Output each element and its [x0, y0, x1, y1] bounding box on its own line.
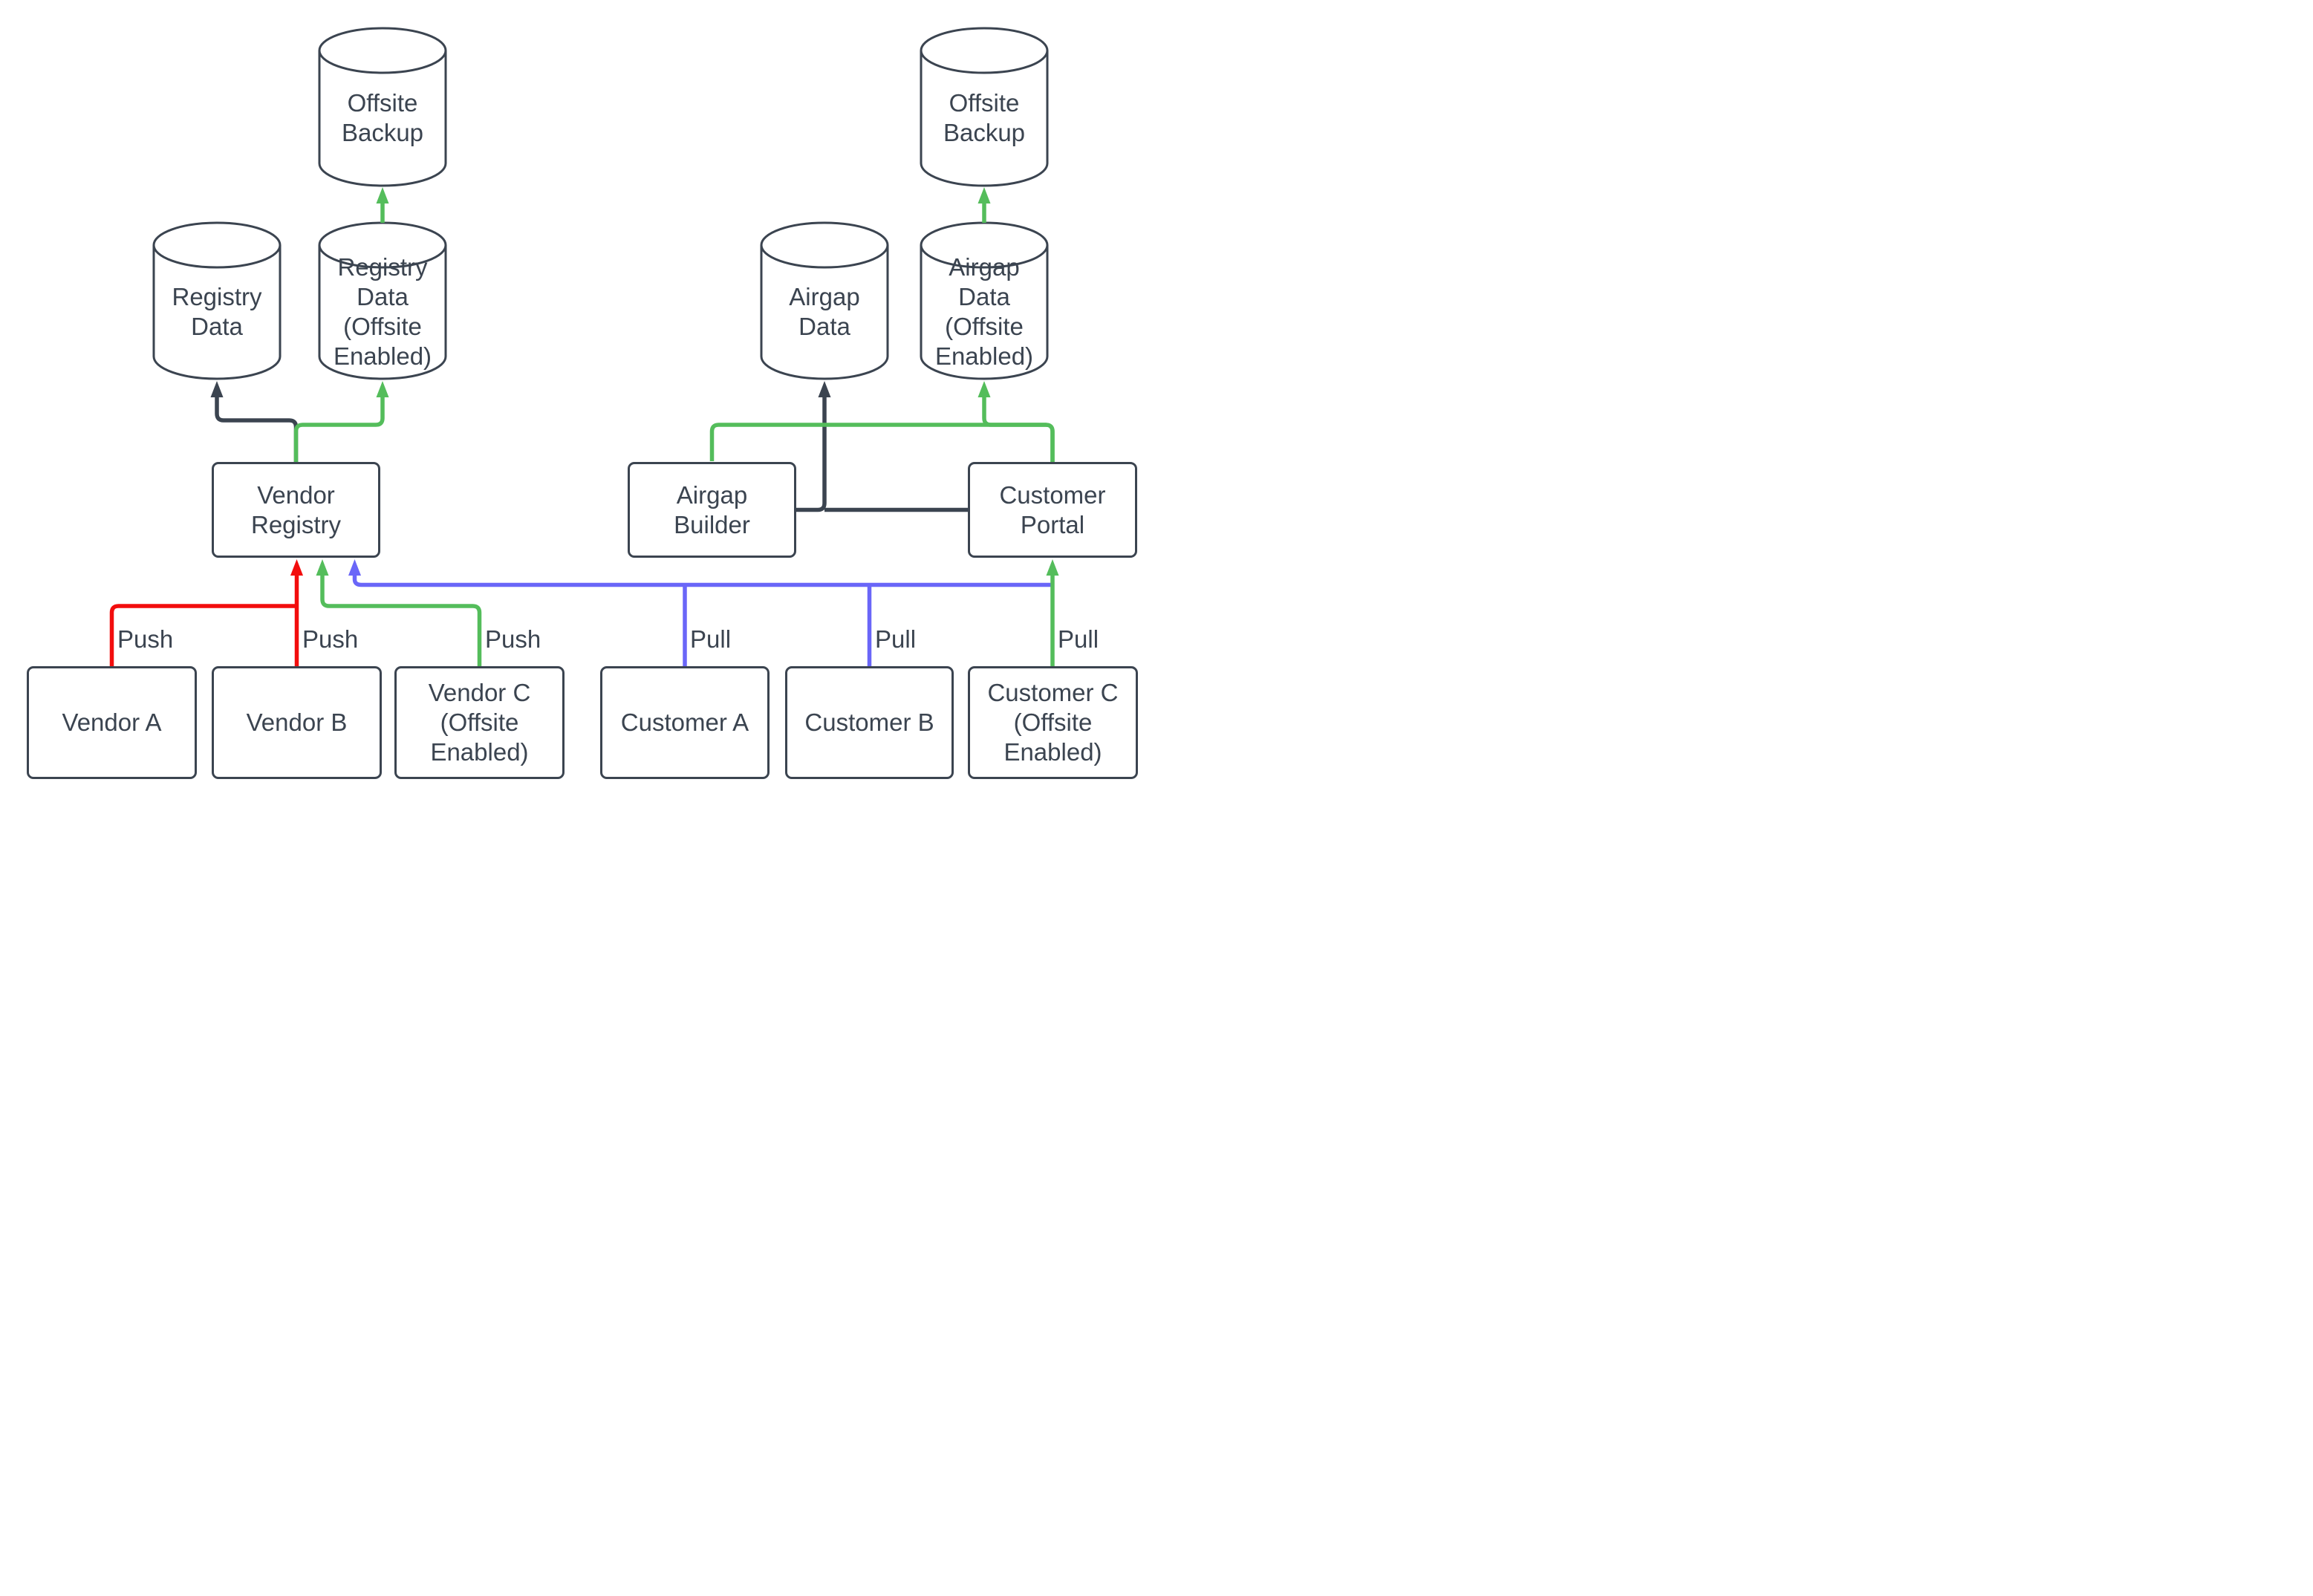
edge-vendor-registry-to-registry-data-arrowhead-icon [210, 381, 224, 397]
cylinder-airgap-data-label: Airgap Data [789, 283, 860, 340]
edge-airgap-data-offsite-to-offsite-backup-arrowhead-icon [977, 187, 991, 203]
edge-customer-portal-to-airgap-builder [709, 423, 1055, 462]
node-airgap-builder-label: Airgap Builder [674, 481, 750, 538]
offsite-backup-right-cylinder-top [920, 27, 1049, 74]
node-customer-c: Customer C (Offsite Enabled) [968, 666, 1138, 779]
edge-vendor-b-push-arrowhead-icon [290, 559, 303, 576]
offsite-backup-right-cylinder [920, 51, 1049, 187]
node-vendor-a: Vendor A [27, 666, 197, 779]
edge-vendor-registry-to-registry-data-offsite [293, 396, 385, 462]
node-customer-b-label: Customer B [804, 709, 934, 737]
node-customer-c-label: Customer C (Offsite Enabled) [987, 679, 1119, 766]
node-customer-portal: Customer Portal [968, 462, 1137, 558]
edge-label-push-vendor-a: Push [117, 625, 174, 653]
node-vendor-a-label: Vendor A [62, 709, 162, 737]
offsite-backup-left-cylinder [318, 51, 447, 187]
cylinder-airgap-data-offsite-label: Airgap Data (Offsite Enabled) [934, 253, 1034, 370]
node-vendor-registry-label: Vendor Registry [250, 481, 342, 538]
node-vendor-b: Vendor B [212, 666, 382, 779]
edge-vendor-registry-to-registry-data [215, 396, 299, 462]
registry-data-cylinder-top [152, 221, 282, 269]
node-vendor-b-label: Vendor B [246, 709, 348, 737]
registry-data-cylinder [152, 245, 282, 380]
edge-vendor-c-push [320, 574, 482, 666]
node-customer-a: Customer A [600, 666, 770, 779]
edge-label-pull-customer-a: Pull [690, 625, 732, 653]
edge-vendor-c-push-arrowhead-icon [316, 559, 329, 576]
edge-airgap-builder-to-airgap-data [796, 396, 827, 512]
airgap-data-offsite-cylinder [920, 245, 1049, 380]
edge-registry-data-offsite-to-offsite-backup-arrowhead-icon [376, 187, 389, 203]
edge-vendor-registry-to-registry-data-offsite-arrowhead-icon [376, 381, 389, 397]
node-vendor-c: Vendor C (Offsite Enabled) [394, 666, 565, 779]
edge-airgap-builder-to-airgap-data-arrowhead-icon [818, 381, 831, 397]
edge-customer-portal-to-airgap-data-offsite [982, 396, 1055, 462]
offsite-backup-left-cylinder-top [318, 27, 447, 74]
cylinder-offsite-backup-right-label: Offsite Backup [943, 89, 1026, 146]
edge-label-push-vendor-b: Push [302, 625, 359, 653]
edge-pull-trunk-to-vendor-registry-arrowhead-icon [348, 559, 361, 576]
diagram-shapes-layer [109, 27, 1059, 666]
edge-vendor-a-push [109, 604, 295, 666]
diagram-canvas: Offsite Backup Offsite Backup Registry D… [0, 0, 1156, 798]
edge-pull-trunk-to-vendor-registry [352, 574, 1053, 587]
node-airgap-builder: Airgap Builder [628, 462, 796, 558]
edge-label-pull-customer-c: Pull [1058, 625, 1099, 653]
cylinder-offsite-backup-left-label: Offsite Backup [341, 89, 424, 146]
node-vendor-registry: Vendor Registry [212, 462, 380, 558]
cylinder-registry-data-offsite-label: Registry Data (Offsite Enabled) [333, 253, 432, 370]
airgap-data-cylinder-top [760, 221, 889, 269]
node-customer-portal-label: Customer Portal [999, 481, 1106, 538]
registry-data-offsite-cylinder [318, 245, 447, 380]
edge-label-pull-customer-b: Pull [875, 625, 917, 653]
edge-label-push-vendor-c: Push [485, 625, 541, 653]
edge-customer-portal-to-airgap-data-offsite-arrowhead-icon [977, 381, 991, 397]
airgap-data-cylinder [760, 245, 889, 380]
node-customer-b: Customer B [785, 666, 954, 779]
node-customer-a-label: Customer A [620, 709, 749, 737]
cylinder-registry-data-label: Registry Data [172, 283, 262, 340]
edge-customer-c-pull-arrowhead-icon [1046, 559, 1059, 576]
node-vendor-c-label: Vendor C (Offsite Enabled) [428, 679, 531, 766]
